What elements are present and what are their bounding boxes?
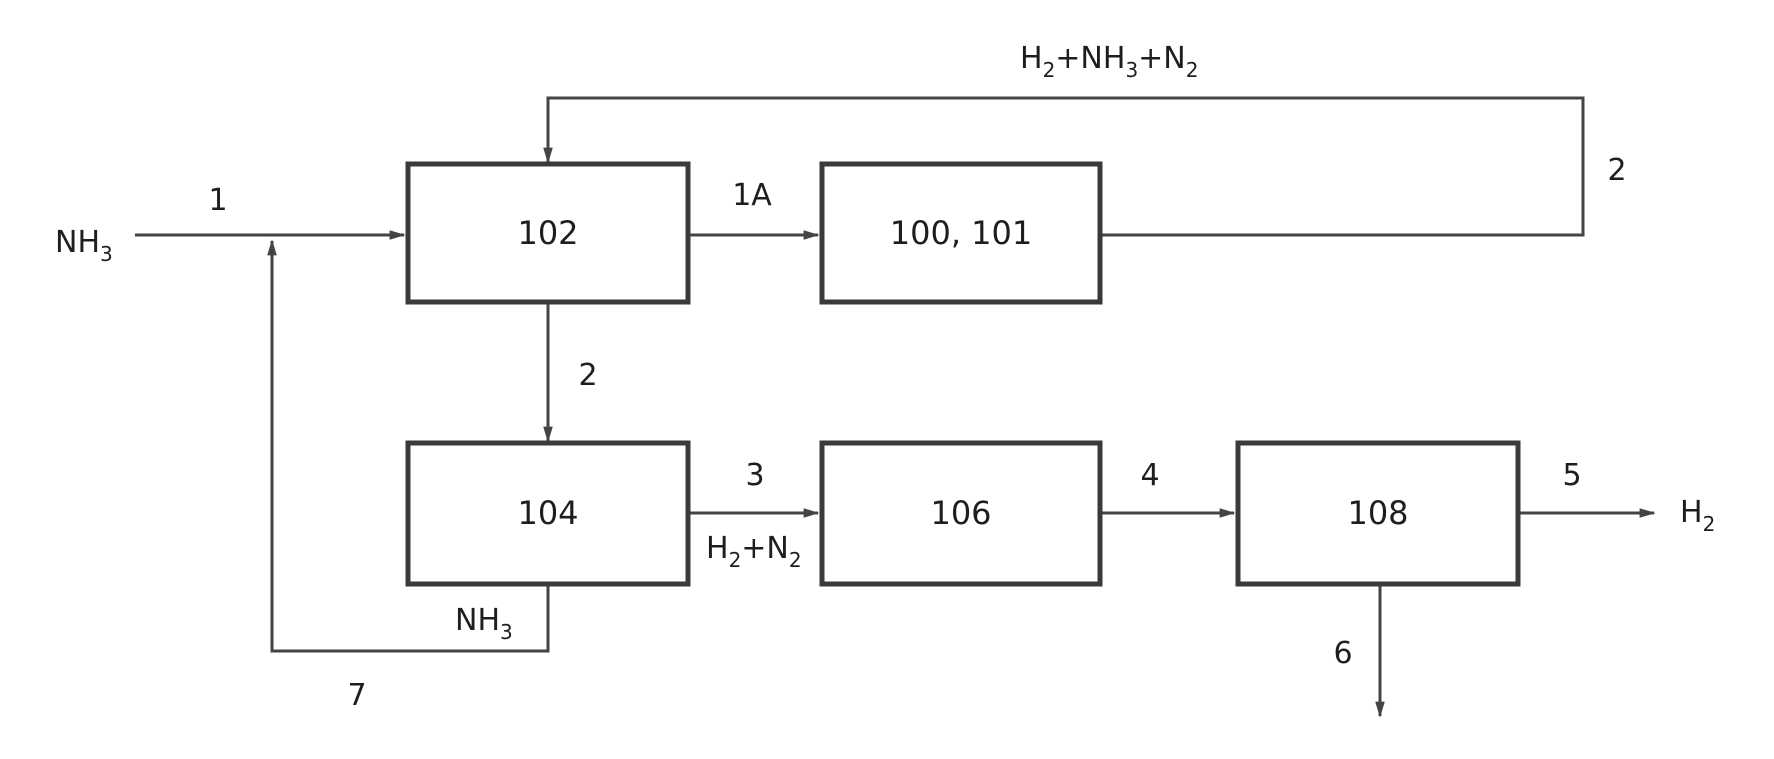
stream-4-label: 4 (1140, 458, 1159, 493)
unit-100-101-label: 100, 101 (890, 214, 1033, 252)
stream-3-label: 3 (745, 458, 764, 493)
n2-sub: 2 (789, 548, 802, 572)
product-h2-base: H (1680, 495, 1703, 530)
n2-sub: 2 (1186, 58, 1199, 82)
unit-104-label: 104 (517, 494, 578, 532)
stream-6-label: 6 (1333, 636, 1352, 671)
recycle-composition-label: H2+NH3+N2 (1020, 41, 1198, 82)
stream-5-label: 5 (1562, 458, 1581, 493)
stream-2-label: 2 (578, 358, 597, 393)
feed-nh3-sub: 3 (100, 242, 113, 266)
feed-nh3-base: NH (55, 225, 100, 260)
h2-sub: 2 (1043, 58, 1056, 82)
stream-3-composition-label: H2+N2 (706, 531, 802, 572)
stream-7-label: 7 (347, 678, 366, 713)
product-h2-sub: 2 (1703, 512, 1716, 536)
unit-106-label: 106 (930, 494, 991, 532)
n2-base: +N (741, 531, 789, 566)
unit-108-label: 108 (1347, 494, 1408, 532)
n2-base: +N (1138, 41, 1186, 76)
feed-nh3-label: NH3 (55, 225, 113, 266)
product-h2-label: H2 (1680, 495, 1715, 536)
unit-100-101: 100, 101 (822, 164, 1100, 302)
h2-base: H (1020, 41, 1043, 76)
recycle-nh3-sub: 3 (500, 620, 513, 644)
stream-1a-label: 1A (732, 178, 772, 213)
h2-base: H (706, 531, 729, 566)
unit-102: 102 (408, 164, 688, 302)
nh3-sub: 3 (1125, 58, 1138, 82)
nh3-base: +NH (1055, 41, 1125, 76)
unit-102-label: 102 (517, 214, 578, 252)
h2-sub: 2 (729, 548, 742, 572)
unit-106: 106 (822, 443, 1100, 584)
recycle-nh3-base: NH (455, 603, 500, 638)
unit-104: 104 (408, 443, 688, 584)
recycle-nh3-label: NH3 (455, 603, 513, 644)
stream-1-label: 1 (208, 183, 227, 218)
stream-2-recycle-label: 2 (1607, 153, 1626, 188)
unit-108: 108 (1238, 443, 1518, 584)
